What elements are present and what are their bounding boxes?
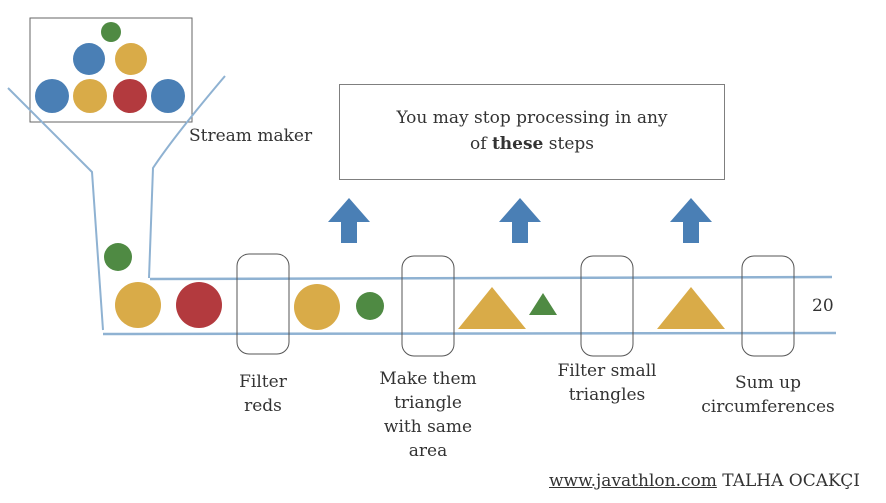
- step-label-line: Filter small: [557, 361, 657, 381]
- result-value: 20: [812, 296, 834, 316]
- step-label-line: reds: [244, 396, 282, 416]
- blue-ball: [151, 79, 185, 113]
- step-label-line: Filter: [239, 372, 287, 392]
- green-ball: [356, 292, 384, 320]
- yellow-ball: [115, 282, 161, 328]
- step-box-filter-small: [580, 255, 634, 357]
- blue-ball: [73, 43, 105, 75]
- step-label-line: circumferences: [701, 397, 835, 417]
- red-ball: [176, 282, 222, 328]
- green-ball: [101, 22, 121, 42]
- stream-rail-top: [149, 275, 833, 281]
- step-box-sum-up: [741, 255, 795, 357]
- funnel-right-wall: [148, 75, 226, 279]
- stop-processing-callout: You may stop processing in any of these …: [339, 84, 725, 180]
- yellow-ball: [73, 79, 107, 113]
- step-label-line: Make them: [379, 369, 477, 389]
- green-triangle: [529, 293, 557, 315]
- step-label-line: with same: [383, 417, 473, 437]
- red-ball: [113, 79, 147, 113]
- up-arrow-icon: [328, 198, 370, 243]
- callout-emphasis: these: [491, 134, 544, 154]
- yellow-ball: [115, 43, 147, 75]
- step-box-filter-reds: [236, 253, 290, 355]
- falling-green-ball: [104, 243, 132, 271]
- step-label-filter-small: Filter small triangles: [547, 359, 667, 407]
- funnel-left-wall: [7, 87, 104, 331]
- credit-url-link[interactable]: www.javathlon.com: [549, 471, 717, 491]
- stream-source-box: [29, 17, 193, 123]
- step-label-line: area: [408, 441, 448, 461]
- stream-maker-label: Stream maker: [189, 126, 313, 146]
- step-label-line: triangles: [568, 385, 646, 405]
- credit-author: TALHA OCAKÇI: [722, 471, 860, 491]
- up-arrow-icon: [670, 198, 712, 243]
- callout-suffix: steps: [548, 134, 594, 154]
- step-label-line: triangle: [394, 393, 462, 413]
- step-box-make-triangle: [401, 255, 455, 357]
- credit-line: www.javathlon.com TALHA OCAKÇI: [549, 471, 860, 491]
- yellow-triangle: [657, 287, 725, 329]
- yellow-triangle: [458, 287, 526, 329]
- yellow-ball: [294, 284, 340, 330]
- step-label-sum-up: Sum up circumferences: [698, 371, 838, 419]
- callout-prefix: of: [470, 134, 487, 154]
- callout-line-1: You may stop processing in any: [396, 108, 668, 128]
- up-arrow-icon: [499, 198, 541, 243]
- stream-rail-bottom: [102, 331, 837, 336]
- blue-ball: [35, 79, 69, 113]
- step-label-filter-reds: Filter reds: [213, 370, 313, 418]
- step-label-make-triangle: Make them triangle with same area: [368, 367, 488, 463]
- callout-line-2: of these steps: [340, 131, 724, 157]
- step-label-line: Sum up: [735, 373, 801, 393]
